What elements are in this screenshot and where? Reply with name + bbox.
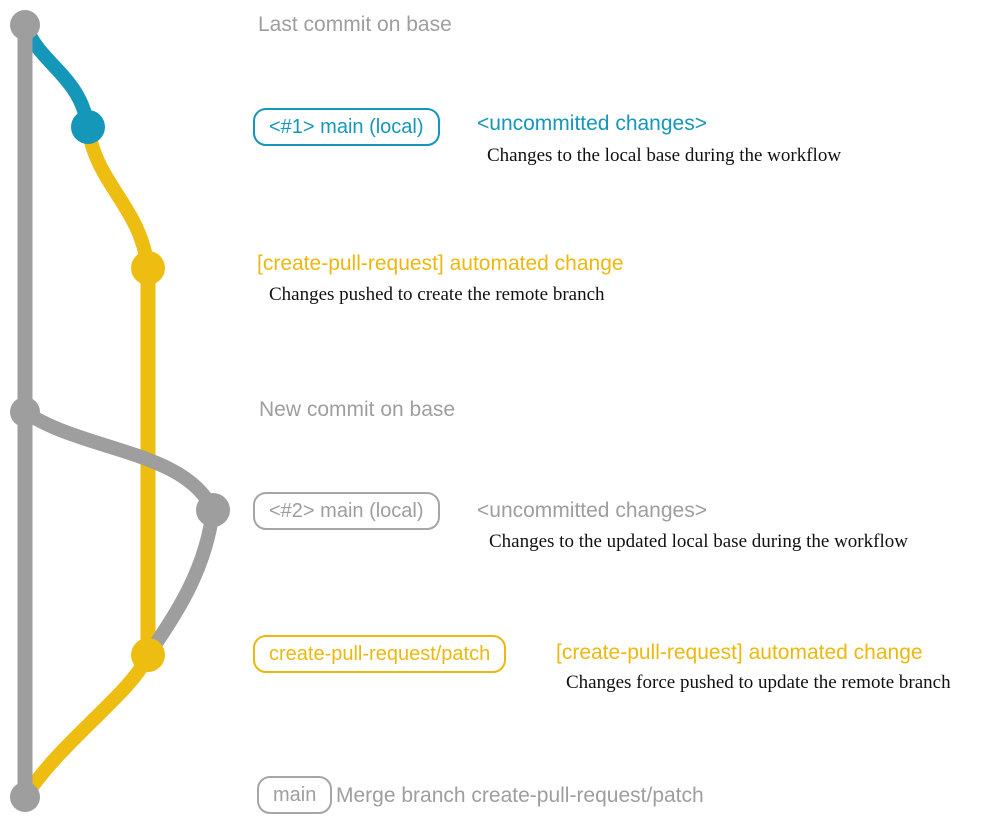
annotation-merge-branch: Merge branch create-pull-request/patch bbox=[336, 784, 704, 807]
annotation-last-commit-on-base: Last commit on base bbox=[258, 13, 452, 36]
branch-badge-main-local-2: <#2> main (local) bbox=[253, 492, 440, 530]
commit-dot-local-1 bbox=[71, 110, 105, 144]
note-local-base-changes: Changes to the local base during the wor… bbox=[487, 145, 842, 166]
commit-dot-remote-1 bbox=[131, 251, 165, 285]
rebase-branch-curve-out bbox=[18, 405, 220, 517]
branch-badge-create-pull-request-patch: create-pull-request/patch bbox=[253, 635, 507, 673]
annotation-automated-change-1: [create-pull-request] automated change bbox=[257, 252, 624, 275]
note-changes-pushed: Changes pushed to create the remote bran… bbox=[269, 284, 605, 305]
note-changes-force-pushed: Changes force pushed to update the remot… bbox=[566, 672, 951, 693]
commit-dot-local-2 bbox=[196, 493, 230, 527]
commit-dot-remote-2 bbox=[131, 638, 165, 672]
branch-badge-main-local-1: <#1> main (local) bbox=[253, 108, 440, 146]
patch-branch-merge-curve bbox=[18, 648, 155, 804]
annotation-uncommitted-changes-1: <uncommitted changes> bbox=[477, 112, 707, 135]
git-graph bbox=[10, 10, 230, 812]
local-main-branch-curve bbox=[18, 18, 95, 134]
rebase-branch-curve-in bbox=[141, 503, 220, 662]
annotation-automated-change-2: [create-pull-request] automated change bbox=[556, 641, 923, 664]
commit-dot-merge bbox=[10, 782, 40, 812]
commit-dot-last-base bbox=[10, 10, 40, 40]
annotation-new-commit-on-base: New commit on base bbox=[259, 398, 456, 421]
branch-badge-main: main bbox=[257, 776, 333, 814]
commit-dot-new-base bbox=[10, 397, 40, 427]
note-updated-local-base-changes: Changes to the updated local base during… bbox=[489, 531, 908, 552]
annotation-uncommitted-changes-2: <uncommitted changes> bbox=[477, 499, 707, 522]
patch-branch-curve-top bbox=[81, 120, 155, 275]
